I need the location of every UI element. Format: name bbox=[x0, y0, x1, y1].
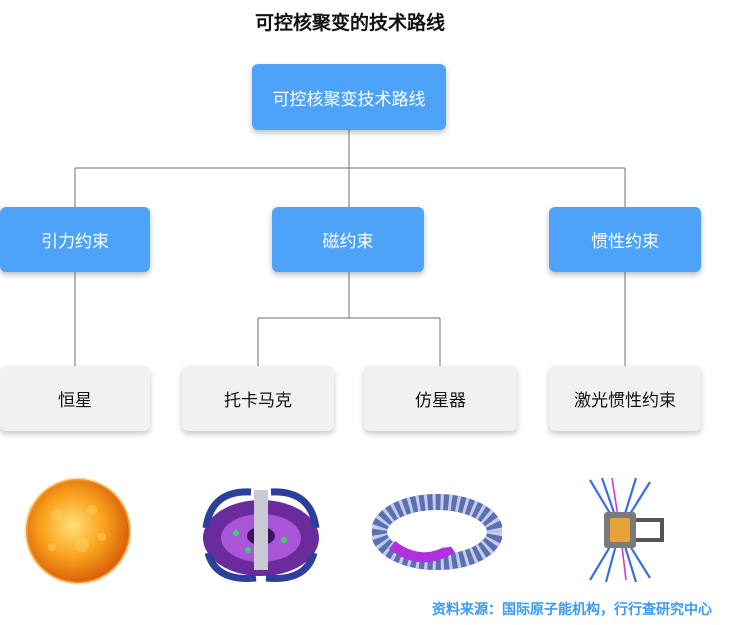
node-label: 引力约束 bbox=[41, 232, 109, 252]
stellarator-image bbox=[372, 494, 502, 570]
diagram-title: 可控核聚变的技术路线 bbox=[254, 12, 445, 34]
node-inertial-confinement: 惯性约束 bbox=[549, 207, 701, 272]
root-node-label: 可控核聚变技术路线 bbox=[272, 89, 426, 110]
node-stellarator: 仿星器 bbox=[364, 366, 517, 431]
node-label: 仿星器 bbox=[415, 391, 466, 411]
tokamak-image bbox=[202, 488, 320, 582]
node-label: 激光惯性约束 bbox=[574, 391, 676, 411]
laser-inertial-confinement-image bbox=[589, 477, 664, 583]
sun-image bbox=[24, 477, 132, 585]
node-gravitational-confinement: 引力约束 bbox=[0, 207, 150, 272]
node-label: 惯性约束 bbox=[591, 232, 659, 252]
node-magnetic-confinement: 磁约束 bbox=[272, 207, 424, 272]
node-star: 恒星 bbox=[0, 366, 150, 431]
source-note: 资料来源：国际原子能机构，行行查研究中心 bbox=[432, 602, 712, 618]
node-label: 磁约束 bbox=[322, 232, 374, 252]
node-laser-inertial-confinement: 激光惯性约束 bbox=[549, 366, 701, 431]
node-tokamak: 托卡马克 bbox=[182, 366, 334, 431]
root-node: 可控核聚变技术路线 bbox=[252, 64, 446, 130]
node-label: 恒星 bbox=[58, 391, 92, 411]
node-label: 托卡马克 bbox=[224, 391, 292, 411]
